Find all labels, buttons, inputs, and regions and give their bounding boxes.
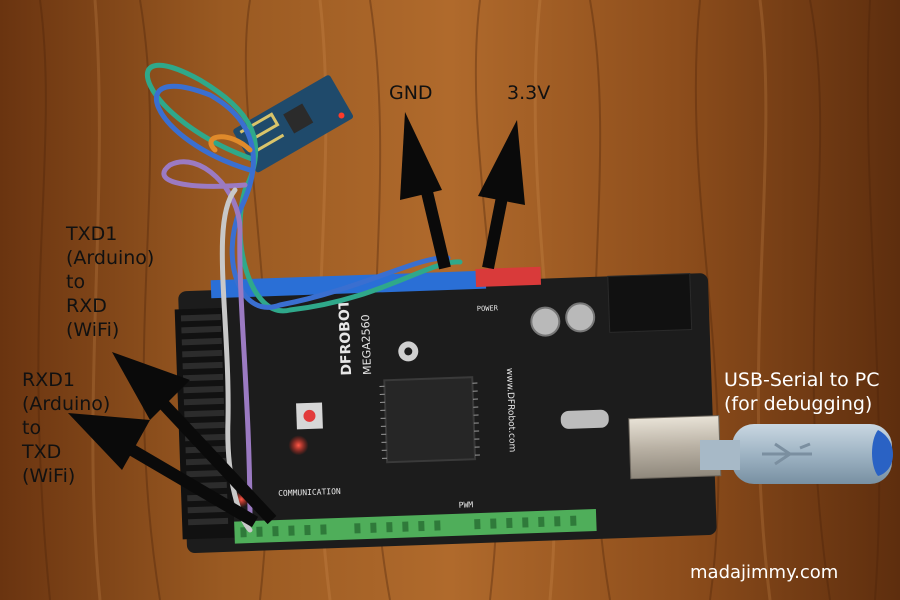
txd-annotation: TXD1 (Arduino) to RXD (WiFi): [66, 222, 154, 342]
wood-grain: [37, 0, 881, 600]
rxd-line: RXD1: [22, 369, 75, 391]
rxd-line: (Arduino): [22, 393, 111, 415]
arrow-gnd-icon: [400, 112, 451, 270]
board-power-label: POWER: [477, 304, 499, 313]
wifi-chip: [283, 103, 314, 134]
rxd-line: (WiFi): [22, 465, 76, 487]
bottom-header-green: [234, 508, 597, 544]
usb-cable-strip: [700, 440, 740, 470]
usb-blue-tab: [872, 430, 893, 476]
v33-annotation: 3.3V: [507, 82, 551, 104]
green-header-slots: [240, 515, 577, 538]
wifi-antenna: [239, 112, 285, 153]
txd-line: RXD: [66, 295, 107, 317]
credit-watermark: madajimmy.com: [690, 562, 839, 583]
power-header-red: [475, 266, 542, 288]
txd-line: (Arduino): [66, 247, 155, 269]
board-site: www.DFRobot.com: [504, 368, 517, 453]
usb-line: USB-Serial to PC: [724, 369, 880, 391]
power-jack: [607, 273, 693, 333]
chip-pins: [379, 382, 480, 459]
crystal: [560, 409, 609, 429]
usb-line: (for debugging): [724, 393, 873, 415]
board-brand: DFROBOT: [336, 299, 355, 376]
board-pwm-label: PWM: [459, 500, 474, 510]
txd-line: to: [66, 271, 86, 293]
gnd-annotation: GND: [389, 82, 433, 104]
arduino-board: DFROBOT MEGA2560 www.DFRobot.com COMMUNI…: [174, 266, 722, 553]
power-led: [288, 435, 309, 456]
board-model: MEGA2560: [359, 314, 374, 375]
arrow-txd-icon: [112, 352, 277, 525]
usb-cable: [700, 424, 893, 484]
main-chip: [383, 376, 477, 464]
arrow-33v-icon: [478, 120, 525, 270]
txd-line: TXD1: [66, 223, 118, 245]
usb-annotation: USB-Serial to PC (for debugging): [724, 368, 880, 416]
arrow-rxd-icon: [68, 413, 259, 528]
capacitor-1: [530, 306, 561, 337]
rxd-annotation: RXD1 (Arduino) to TXD (WiFi): [22, 368, 110, 488]
board-comm-label: COMMUNICATION: [278, 487, 341, 498]
capacitor-2: [565, 302, 596, 333]
rxd-line: TXD: [22, 441, 62, 463]
annotation-arrows: [68, 112, 525, 528]
usb-symbol-icon: [762, 442, 812, 466]
txd-line: (WiFi): [66, 319, 120, 341]
wifi-module: [233, 75, 354, 173]
rxd-line: to: [22, 417, 42, 439]
